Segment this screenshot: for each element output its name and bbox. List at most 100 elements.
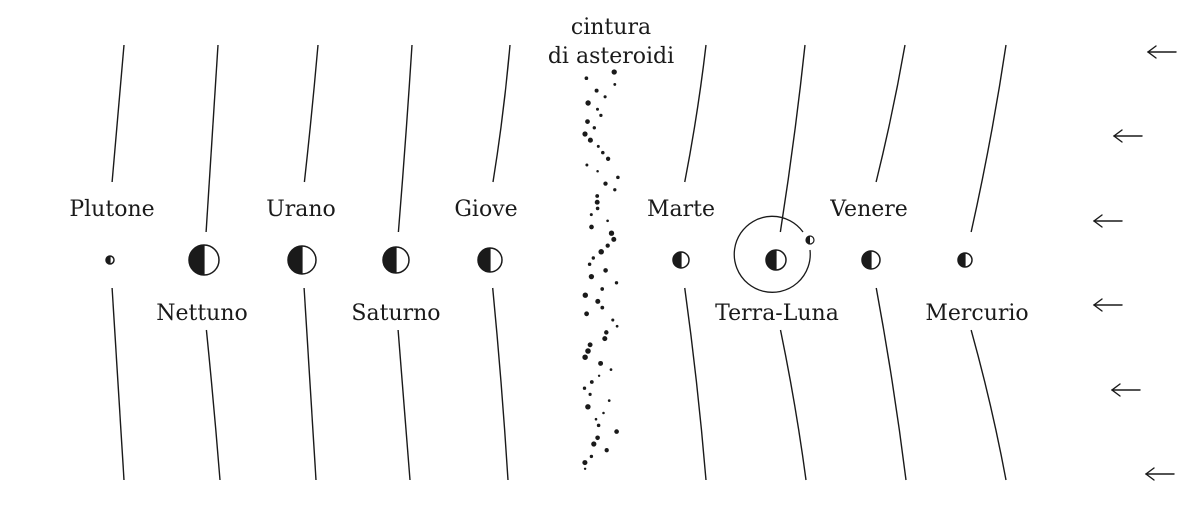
asteroid-dot xyxy=(601,150,605,155)
sunlight-arrows xyxy=(1092,45,1177,481)
asteroid-dot xyxy=(588,273,595,280)
asteroid-dot xyxy=(596,423,601,428)
planet-marte-icon xyxy=(672,251,690,269)
orbit-urano-top xyxy=(303,44,319,183)
label-nettuno: Nettuno xyxy=(156,301,248,326)
orbit-nettuno-bottom xyxy=(205,329,221,481)
left-arrow-icon xyxy=(1112,129,1143,143)
asteroid-dot xyxy=(600,287,605,291)
asteroid-dot xyxy=(585,119,590,124)
orbit-terra-luna-bottom xyxy=(779,329,807,481)
asteroid-dot xyxy=(615,324,619,328)
asteroid-dot xyxy=(587,342,593,348)
label-saturno: Saturno xyxy=(351,301,440,326)
asteroid-dot xyxy=(591,441,597,447)
asteroid-dot xyxy=(604,330,609,335)
moon-orbit xyxy=(733,215,815,293)
planet-venere-icon xyxy=(861,250,881,270)
label-giove: Giove xyxy=(454,197,517,222)
asteroid-dot xyxy=(600,305,605,310)
asteroid-dot xyxy=(583,467,587,471)
asteroid-dot xyxy=(596,107,599,111)
asteroid-dot xyxy=(582,460,588,466)
orbit-venere-bottom xyxy=(875,287,907,481)
label-venere: Venere xyxy=(829,197,908,222)
asteroid-dot xyxy=(587,137,593,143)
orbit-terra-luna-top xyxy=(779,44,806,233)
asteroid-dot xyxy=(594,88,599,93)
orbit-plutone-top xyxy=(111,44,125,183)
asteroid-dot xyxy=(603,95,607,99)
asteroid-dot xyxy=(585,100,591,106)
asteroid-dot xyxy=(605,243,610,248)
asteroid-dot xyxy=(589,380,594,384)
asteroid-dot xyxy=(595,298,601,304)
orbit-marte-top xyxy=(684,44,707,183)
asteroid-dot xyxy=(582,386,587,390)
planet-saturno-icon xyxy=(382,246,410,274)
asteroid-dot xyxy=(584,311,589,317)
asteroid-dot xyxy=(595,435,600,441)
asteroid-dot xyxy=(606,219,609,223)
left-arrow-icon xyxy=(1092,298,1123,312)
asteroid-dot xyxy=(582,131,588,137)
asteroid-dot xyxy=(605,156,611,161)
asteroid-dot xyxy=(614,281,619,285)
belt-label-line2: di asteroidi xyxy=(548,44,674,69)
label-terra-luna: Terra-Luna xyxy=(715,301,839,326)
orbit-lines xyxy=(111,44,1007,481)
label-urano: Urano xyxy=(266,197,336,222)
orbit-venere-top xyxy=(875,44,906,183)
asteroid-dot xyxy=(602,336,608,342)
asteroid-dot xyxy=(616,175,620,180)
label-plutone: Plutone xyxy=(69,197,154,222)
orbit-saturno-bottom xyxy=(397,329,411,481)
asteroid-dot xyxy=(585,348,591,354)
asteroid-dot xyxy=(613,188,617,192)
asteroid-dot xyxy=(589,224,594,230)
moon-icon xyxy=(805,235,815,245)
asteroid-dot xyxy=(589,454,594,459)
asteroid-dot xyxy=(611,318,615,322)
orbit-giove-bottom xyxy=(492,287,509,481)
left-arrow-icon xyxy=(1110,383,1141,397)
asteroid-dot xyxy=(613,82,617,86)
belt-label-line1: cintura xyxy=(571,15,651,40)
left-arrow-icon xyxy=(1146,45,1177,59)
asteroid-dot xyxy=(603,268,608,273)
asteroid-dot xyxy=(607,399,611,402)
asteroid-dot xyxy=(591,256,595,260)
asteroid-dot xyxy=(585,404,591,410)
asteroid-dot xyxy=(604,448,609,453)
orbit-mercurio-bottom xyxy=(970,329,1007,481)
asteroid-dot xyxy=(602,411,605,415)
orbit-saturno-top xyxy=(397,44,413,233)
asteroid-dot xyxy=(609,368,613,371)
asteroid-belt xyxy=(582,69,620,471)
asteroid-dot xyxy=(611,69,617,75)
left-arrow-icon xyxy=(1092,214,1123,228)
asteroid-dot xyxy=(614,429,619,434)
orbit-mercurio-top xyxy=(970,44,1007,233)
asteroid-dot xyxy=(594,199,600,205)
asteroid-dot xyxy=(595,206,600,211)
asteroid-dot xyxy=(594,417,598,421)
label-marte: Marte xyxy=(647,197,715,222)
planet-terra-luna-icon xyxy=(765,249,787,271)
planets xyxy=(105,215,973,293)
asteroid-dot xyxy=(603,181,608,186)
orbit-marte-bottom xyxy=(684,287,707,481)
orbit-plutone-bottom xyxy=(111,287,125,481)
asteroid-dot xyxy=(587,262,592,266)
asteroid-dot xyxy=(598,249,604,255)
asteroid-dot xyxy=(599,113,603,118)
left-arrow-icon xyxy=(1144,467,1175,481)
orbit-urano-bottom xyxy=(303,287,317,481)
planet-giove-icon xyxy=(477,247,503,273)
asteroid-dot xyxy=(596,144,600,148)
planet-urano-icon xyxy=(287,245,317,275)
asteroid-dot xyxy=(588,392,592,396)
planet-mercurio-icon xyxy=(957,252,973,268)
